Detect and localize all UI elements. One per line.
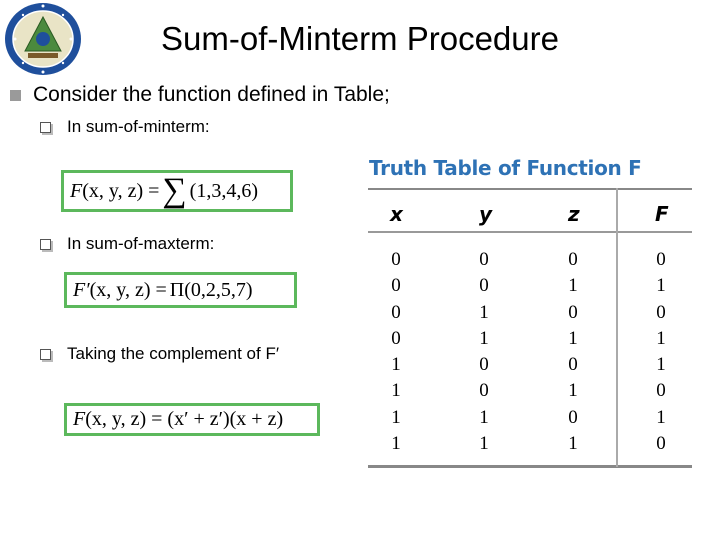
equation-args: (x, y, z)	[89, 278, 151, 301]
complement-equation-box: F (x, y, z) = (x′ + z′)(x + z)	[64, 403, 320, 436]
header-y: y	[479, 202, 493, 226]
equation-terms: (1,3,4,6)	[189, 179, 258, 202]
main-bullet-text: Consider the function defined in Table;	[33, 83, 390, 106]
equation-args: (x, y, z)	[82, 179, 144, 202]
pi-symbol: Π	[169, 278, 185, 301]
equation-lhs: F	[70, 179, 83, 202]
table-top-rule	[368, 188, 692, 190]
table-header-rule	[368, 231, 692, 233]
header-x: x	[390, 202, 403, 226]
university-seal-icon	[3, 1, 83, 77]
subbullet-text: In sum-of-minterm:	[67, 117, 210, 136]
column-f-values: 0 1 0 1 1 0 1 0	[656, 249, 666, 455]
hollow-square-bullet-icon	[40, 238, 51, 250]
truth-table: x y z F 0 0 0 0 1 1 1 1 0 0 1 1 0 0 1 1 …	[368, 188, 692, 468]
subbullet-maxterm: In sum-of-maxterm:	[40, 234, 214, 254]
equation-lhs: F	[73, 408, 86, 430]
main-bullet: Consider the function defined in Table;	[10, 83, 390, 107]
equation-equals: =	[155, 278, 167, 301]
subbullet-text: Taking the complement of F′	[67, 344, 280, 363]
equation-terms: (0,2,5,7)	[184, 278, 253, 301]
sigma-symbol: ∑	[162, 172, 187, 209]
subbullet-text: In sum-of-maxterm:	[67, 234, 215, 253]
column-z-values: 0 1 0 1 0 1 0 1	[568, 249, 578, 455]
hollow-square-bullet-icon	[40, 121, 51, 133]
equation-rhs: = (x′ + z′)(x + z)	[151, 408, 284, 430]
subbullet-minterm: In sum-of-minterm:	[40, 117, 210, 137]
truth-table-title: Truth Table of Function F	[369, 156, 642, 180]
equation-equals: =	[148, 179, 160, 202]
column-y-values: 0 0 1 1 0 0 1 1	[479, 249, 489, 455]
equation-args: (x, y, z)	[85, 408, 147, 430]
minterm-equation-box: F (x, y, z) = ∑ (1,3,4,6)	[61, 170, 293, 212]
hollow-square-bullet-icon	[40, 348, 51, 360]
equation-lhs: F′	[73, 278, 90, 301]
slide-title: Sum-of-Minterm Procedure	[161, 20, 559, 57]
table-column-divider	[616, 188, 618, 467]
maxterm-equation-box: F′ (x, y, z) = Π (0,2,5,7)	[64, 272, 297, 308]
table-bottom-rule	[368, 465, 692, 468]
header-z: z	[568, 202, 580, 226]
subbullet-complement: Taking the complement of F′	[40, 344, 279, 364]
square-bullet-icon	[10, 89, 21, 101]
column-x-values: 0 0 0 0 1 1 1 1	[391, 249, 401, 455]
header-f: F	[655, 202, 669, 226]
